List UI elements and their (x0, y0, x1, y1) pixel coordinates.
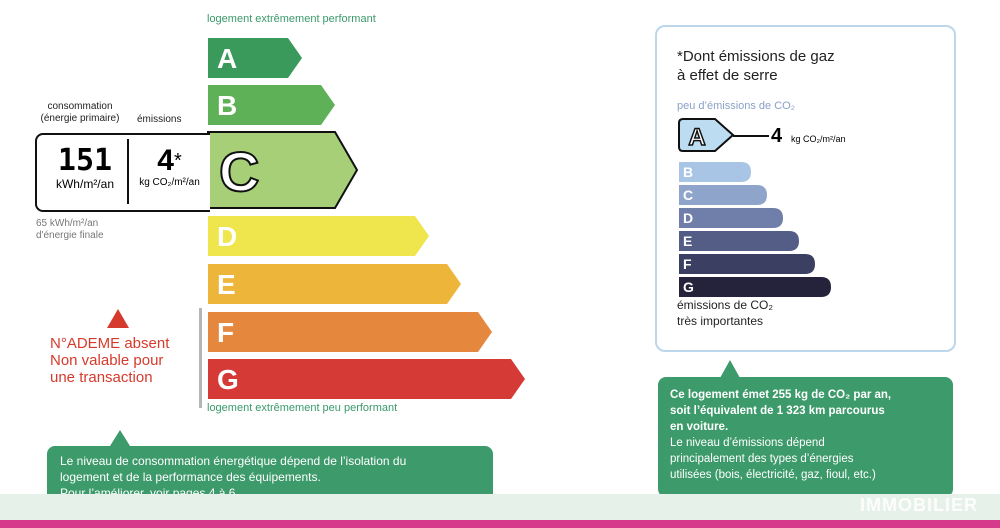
co2-bar-b: B (679, 162, 751, 182)
consumption-value: 151 (57, 143, 113, 178)
emissions-unit: kg CO₂/m²/an (139, 177, 200, 188)
emissions-label: émissions (137, 114, 182, 125)
co2-current-value: 4 (771, 125, 783, 147)
co2-current-badge: A (678, 118, 735, 152)
emissions-star: * (173, 150, 182, 172)
top-scale-label: logement extrêmement performant (207, 13, 376, 25)
co2-letter-d: D (683, 210, 693, 226)
emissions-value: 4 (157, 144, 174, 177)
energy-letter-c: C (219, 140, 259, 203)
divider (127, 139, 129, 204)
co2-panel: *Dont émissions de gaz à effet de serre … (655, 25, 956, 352)
co2-title: *Dont émissions de gaz à effet de serre (677, 48, 835, 84)
consumption-label: consommation (énergie primaire) (40, 101, 120, 124)
co2-bottom-label: émissions de CO₂ très importantes (677, 298, 774, 328)
emissions-value-block: 4* kg CO₂/m²/an (132, 144, 207, 189)
co2-bubble-pointer (720, 360, 740, 378)
energy-bar-f: F (208, 312, 492, 352)
co2-bar-e: E (679, 231, 799, 251)
ademe-warning: N°ADEME absent Non valable pour une tran… (50, 335, 170, 386)
consumption-unit: kWh/m²/an (55, 177, 114, 191)
energy-letter-e: E (217, 269, 236, 300)
energy-letter-g: G (217, 364, 239, 395)
co2-letter-g: G (683, 279, 694, 295)
energy-letter-a: A (217, 43, 237, 74)
energy-bar-c: C (207, 131, 359, 209)
bubble-pointer (110, 430, 130, 446)
gray-marker (199, 308, 202, 408)
brand-watermark: IMMOBILIER (860, 495, 978, 515)
co2-bar-c: C (679, 185, 767, 205)
co2-letter-c: C (683, 187, 693, 203)
co2-pointer-line (733, 135, 769, 137)
energy-bar-b: B (208, 85, 335, 125)
co2-current-unit: kg CO₂/m²/an (791, 134, 846, 144)
footer-line (0, 520, 1000, 528)
energy-bar-d: D (208, 216, 429, 256)
co2-letter-e: E (683, 233, 692, 249)
consumption-value-block: 151 kWh/m²/an (45, 143, 125, 192)
co2-top-label: peu d’émissions de CO₂ (677, 100, 795, 112)
energy-letter-f: F (217, 317, 234, 348)
co2-bar-g: G (679, 277, 831, 297)
energy-letter-d: D (217, 221, 237, 252)
energy-bar-e: E (208, 264, 461, 304)
co2-bar-f: F (679, 254, 815, 274)
co2-current-letter: A (688, 124, 705, 151)
co2-bar-d: D (679, 208, 783, 228)
co2-info-bubble: Ce logement émet 255 kg de CO₂ par an, s… (658, 377, 953, 497)
energy-letter-b: B (217, 90, 237, 121)
warning-icon (107, 309, 129, 328)
co2-letter-f: F (683, 256, 692, 272)
current-rating-box: 151 kWh/m²/an 4* kg CO₂/m²/an (35, 133, 210, 212)
final-energy: 65 kWh/m²/an d'énergie finale (36, 218, 104, 241)
co2-letter-b: B (683, 164, 693, 180)
energy-bar-g: G (208, 359, 525, 399)
footer-strip (0, 494, 1000, 520)
bottom-scale-label: logement extrêmement peu performant (207, 402, 398, 414)
energy-bar-a: A (208, 38, 302, 78)
